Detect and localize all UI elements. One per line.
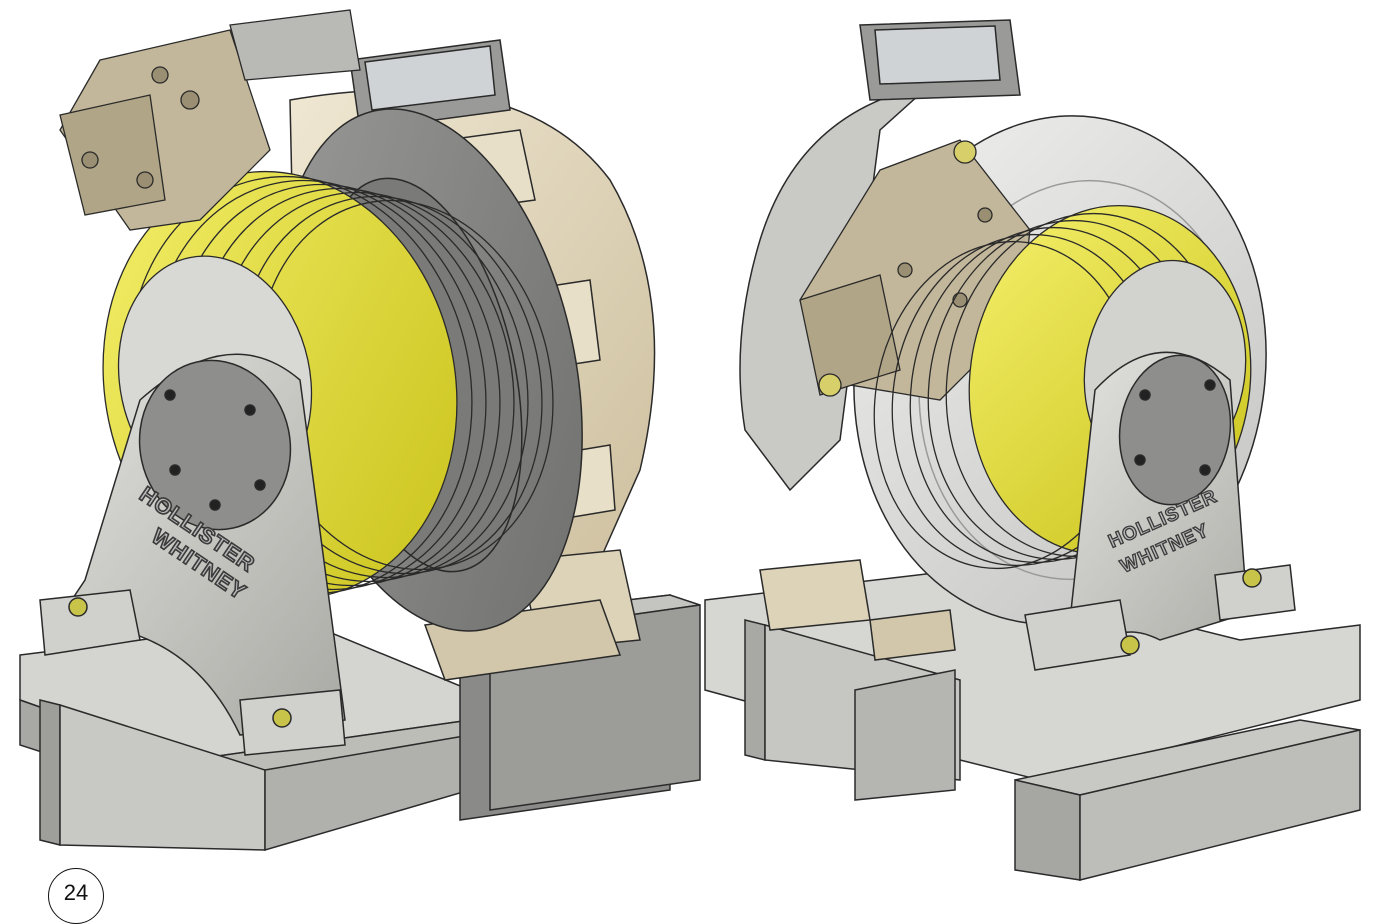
left-brake-caliper [59, 9, 361, 231]
page-number-badge: 24 [48, 868, 104, 924]
right-brake-caliper [799, 139, 1031, 401]
left-view-machine: HOLLISTER WHITNEY [19, 9, 701, 852]
right-pedestal: HOLLISTER WHITNEY [1024, 351, 1296, 671]
right-base-frame [704, 569, 1361, 881]
left-pedestal: HOLLISTER WHITNEY [39, 353, 346, 756]
right-view-machine: HOLLISTER WHITNEY [704, 19, 1361, 881]
